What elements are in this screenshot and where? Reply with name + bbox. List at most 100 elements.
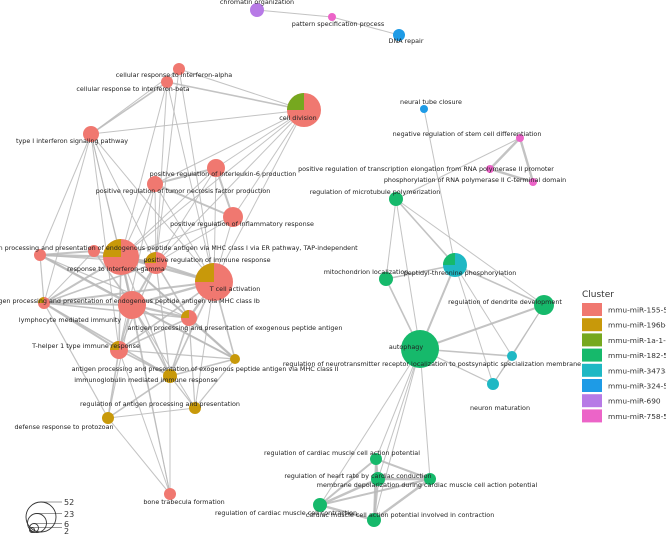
network-edge (319, 503, 375, 522)
node-circle[interactable] (420, 105, 428, 113)
network-node[interactable] (38, 297, 50, 309)
node-circle[interactable] (161, 76, 173, 88)
node-circle[interactable] (328, 13, 336, 21)
node-circle[interactable] (207, 159, 225, 177)
network-edge (423, 108, 456, 266)
network-node[interactable] (103, 239, 139, 275)
network-edge (107, 407, 196, 419)
node-label: mitochondrion localization (324, 268, 409, 276)
network-node[interactable] (161, 76, 173, 88)
network-node[interactable] (379, 272, 393, 286)
network-node[interactable] (195, 263, 233, 301)
node-circle[interactable] (250, 3, 264, 17)
network-edge (43, 302, 171, 377)
network-edge (454, 264, 513, 357)
network-node[interactable] (250, 3, 264, 17)
node-circle[interactable] (371, 472, 385, 486)
network-node[interactable] (370, 453, 382, 465)
node-circle[interactable] (370, 453, 382, 465)
network-node[interactable] (516, 134, 524, 142)
network-edge (489, 167, 534, 184)
network-edge (454, 264, 494, 385)
node-pie-slice (103, 239, 121, 257)
network-node[interactable] (534, 295, 554, 315)
node-circle[interactable] (516, 134, 524, 142)
network-node[interactable] (486, 165, 494, 173)
network-edge (90, 133, 120, 351)
network-node[interactable] (367, 513, 381, 527)
network-node[interactable] (207, 159, 225, 177)
network-edge (319, 477, 379, 507)
network-node[interactable] (529, 178, 537, 186)
node-circle[interactable] (230, 354, 240, 364)
network-node[interactable] (420, 105, 428, 113)
node-label: regulation of neurotransmitter receptor … (283, 360, 581, 368)
network-node[interactable] (88, 245, 100, 257)
network-node[interactable] (163, 369, 177, 383)
node-circle[interactable] (486, 165, 494, 173)
network-node[interactable] (313, 498, 327, 512)
network-edge (375, 348, 421, 460)
network-node[interactable] (118, 291, 146, 319)
node-circle[interactable] (163, 369, 177, 383)
network-node[interactable] (173, 63, 185, 75)
node-circle[interactable] (34, 249, 46, 261)
node-circle[interactable] (379, 272, 393, 286)
node-label: immunoglobulin mediated immune response (74, 376, 218, 384)
network-node[interactable] (189, 402, 201, 414)
node-circle[interactable] (223, 207, 243, 227)
node-circle[interactable] (389, 192, 403, 206)
node-circle[interactable] (88, 245, 100, 257)
node-circle[interactable] (83, 126, 99, 142)
node-circle[interactable] (401, 330, 439, 368)
network-edge (188, 317, 236, 360)
node-circle[interactable] (164, 488, 176, 500)
node-circle[interactable] (529, 178, 537, 186)
node-label: phosphorylation of RNA polymerase II C-t… (384, 176, 566, 184)
network-node[interactable] (287, 93, 321, 127)
node-label: cardiac muscle cell action potential inv… (306, 511, 495, 519)
network-node[interactable] (83, 126, 99, 142)
network-node[interactable] (230, 354, 240, 364)
node-circle[interactable] (393, 29, 405, 41)
network-node[interactable] (424, 473, 436, 485)
node-label: antigen processing and presentation of e… (128, 324, 343, 332)
legend-label: mmu-miR-690 (608, 397, 661, 406)
network-node[interactable] (393, 29, 405, 41)
network-node[interactable] (328, 13, 336, 21)
network-edge (43, 262, 157, 304)
network-edge (155, 262, 171, 377)
node-circle[interactable] (118, 291, 146, 319)
network-node[interactable] (147, 176, 163, 192)
network-node[interactable] (389, 192, 403, 206)
network-node[interactable] (34, 249, 46, 261)
network-node[interactable] (443, 253, 467, 277)
network-edge (131, 304, 196, 409)
node-label: response to interferon-gamma (67, 265, 165, 273)
network-node[interactable] (145, 252, 167, 274)
node-circle[interactable] (487, 378, 499, 390)
network-node[interactable] (401, 330, 439, 368)
network-node[interactable] (507, 351, 517, 361)
node-circle[interactable] (147, 176, 163, 192)
network-node[interactable] (487, 378, 499, 390)
network-node[interactable] (223, 207, 243, 227)
node-label: antigen processing and presentation of e… (0, 297, 260, 305)
node-circle[interactable] (424, 473, 436, 485)
node-circle[interactable] (534, 295, 554, 315)
node-label: cellular response to interferon-alpha (116, 71, 233, 79)
node-circle[interactable] (173, 63, 185, 75)
network-node[interactable] (371, 472, 385, 486)
network-edge (518, 137, 535, 183)
network-edge (120, 167, 217, 258)
network-node[interactable] (181, 310, 197, 326)
network-node[interactable] (102, 412, 114, 424)
node-circle[interactable] (313, 498, 327, 512)
node-circle[interactable] (189, 402, 201, 414)
node-pie-slice (195, 263, 214, 282)
network-node[interactable] (110, 341, 128, 359)
node-circle[interactable] (507, 351, 517, 361)
node-circle[interactable] (367, 513, 381, 527)
node-circle[interactable] (102, 412, 114, 424)
network-node[interactable] (164, 488, 176, 500)
